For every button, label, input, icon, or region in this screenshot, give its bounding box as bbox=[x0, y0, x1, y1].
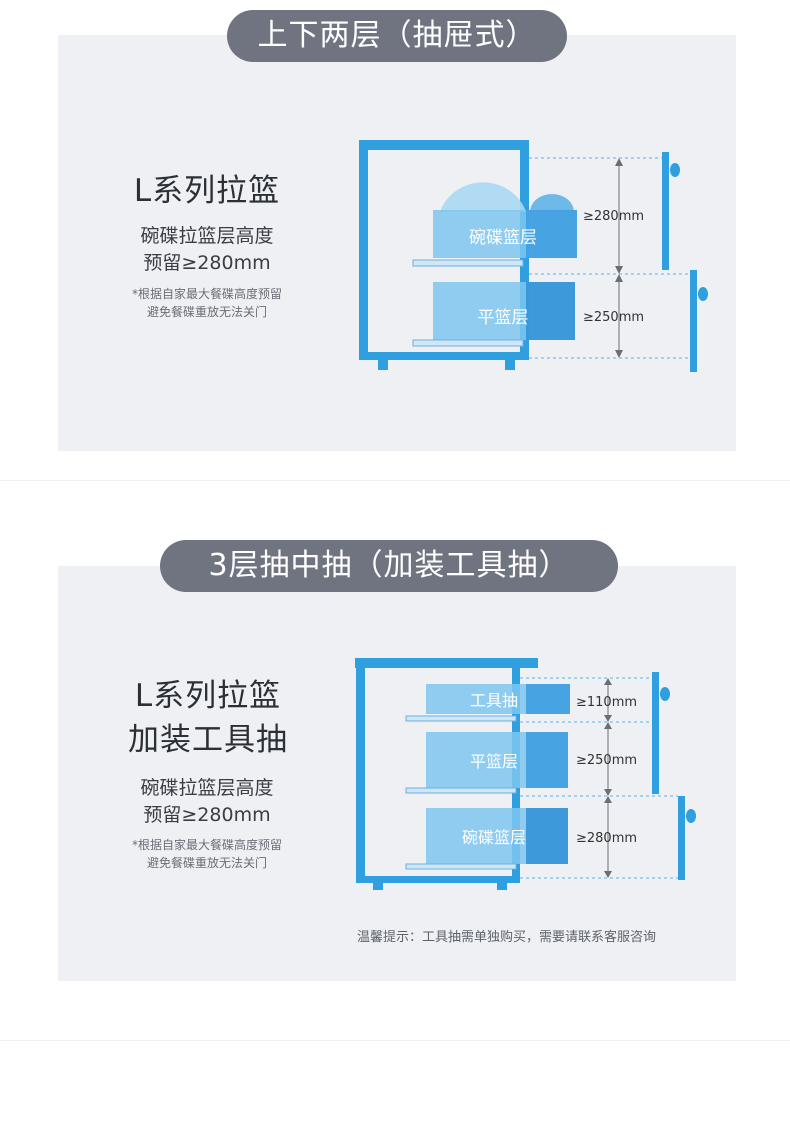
drawer-flat-rail bbox=[405, 787, 517, 794]
dimension-bottom-label: ≥250mm bbox=[583, 310, 644, 325]
bottom-divider bbox=[0, 1040, 790, 1041]
drawer-tool-rail bbox=[405, 715, 517, 722]
drawer-top-rail bbox=[412, 259, 524, 267]
dimension-flat: ≥250mm bbox=[576, 722, 637, 796]
section2-heading: L系列拉篮 加装工具抽 bbox=[110, 674, 306, 762]
drawer-top-front bbox=[526, 210, 577, 258]
cabinet-left-wall bbox=[359, 140, 368, 360]
cabinet-foot-left bbox=[378, 358, 388, 370]
cabinet-foot-left bbox=[373, 880, 383, 890]
cabinet-foot-right bbox=[497, 880, 507, 890]
section1-panel bbox=[58, 35, 736, 451]
dimension-bottom: ≥250mm bbox=[583, 274, 644, 358]
drawer-tool-label: 工具抽 bbox=[470, 691, 518, 710]
drawer-flat-label: 平篮层 bbox=[470, 752, 518, 771]
drawer-tool-front bbox=[526, 684, 570, 714]
section1-heading: L系列拉篮 bbox=[133, 173, 281, 209]
section1-cabinet-diagram: 碗碟篮层 平篮层 ≥280mm ≥250mm bbox=[359, 140, 708, 372]
section2-heading-line2: 加装工具抽 bbox=[128, 722, 288, 758]
drawer-bottom-front bbox=[526, 282, 575, 340]
cabinet-left-wall bbox=[356, 658, 365, 882]
section1-desc: 碗碟拉篮层高度 预留≥280mm bbox=[117, 223, 297, 277]
door-bottom bbox=[690, 270, 697, 372]
section2-panel bbox=[58, 566, 736, 981]
section1-note-line1: *根据自家最大餐碟高度预留 bbox=[131, 287, 282, 301]
cabinet-foot-right bbox=[505, 358, 515, 370]
cabinet-bottom-bar bbox=[356, 876, 520, 883]
drawer-bottom-rail bbox=[412, 339, 524, 347]
bowl-shape bbox=[530, 194, 574, 212]
section2-note: *根据自家最大餐碟高度预留 避免餐碟重放无法关门 bbox=[100, 836, 314, 872]
door-lower-knob bbox=[686, 809, 696, 823]
door-top bbox=[662, 152, 669, 270]
section2-desc-line2: 预留≥280mm bbox=[143, 804, 271, 826]
cabinet-top-bar bbox=[355, 658, 538, 668]
section1-note-line2: 避免餐碟重放无法关门 bbox=[146, 305, 267, 319]
section1-desc-line2: 预留≥280mm bbox=[143, 252, 271, 274]
section1-badge: 上下两层（抽屉式） bbox=[227, 10, 567, 62]
cabinet-bottom-bar bbox=[359, 352, 529, 360]
section2-cabinet-diagram: 工具抽 平篮层 碗碟篮层 ≥110mm ≥250mm ≥280mm bbox=[355, 658, 696, 890]
section-divider bbox=[0, 480, 790, 481]
drawer-dish-front bbox=[526, 808, 568, 864]
door-bottom-knob bbox=[698, 287, 708, 301]
dimension-tool-label: ≥110mm bbox=[576, 695, 637, 710]
section2-note-line1: *根据自家最大餐碟高度预留 bbox=[131, 838, 282, 852]
drawer-flat-front bbox=[526, 732, 568, 788]
dimension-dish: ≥280mm bbox=[576, 796, 637, 878]
drawer-dish-label: 碗碟篮层 bbox=[462, 828, 526, 847]
section2-note-line2: 避免餐碟重放无法关门 bbox=[146, 856, 267, 870]
dimension-dish-label: ≥280mm bbox=[576, 831, 637, 846]
section2-desc-line1: 碗碟拉篮层高度 bbox=[140, 777, 274, 799]
cabinet-top-bar bbox=[359, 140, 527, 150]
plate-shape bbox=[440, 182, 526, 212]
section1-desc-line1: 碗碟拉篮层高度 bbox=[140, 225, 274, 247]
dimension-top-label: ≥280mm bbox=[583, 209, 644, 224]
section2-desc: 碗碟拉篮层高度 预留≥280mm bbox=[117, 775, 297, 829]
dimension-flat-label: ≥250mm bbox=[576, 753, 637, 768]
dimension-tool: ≥110mm bbox=[576, 678, 637, 722]
drawer-top-label: 碗碟篮层 bbox=[469, 228, 537, 248]
door-upper-knob bbox=[660, 687, 670, 701]
section2-badge: 3层抽中抽（加装工具抽） bbox=[160, 540, 618, 592]
section2-heading-line1: L系列拉篮 bbox=[134, 678, 282, 714]
drawer-dish-rail bbox=[405, 863, 517, 870]
section2-tip: 温馨提示：工具抽需单独购买，需要请联系客服咨询 bbox=[357, 930, 657, 945]
dimension-top: ≥280mm bbox=[583, 158, 644, 274]
drawer-bottom-label: 平篮层 bbox=[478, 308, 529, 328]
door-lower bbox=[678, 796, 685, 880]
section1-note: *根据自家最大餐碟高度预留 避免餐碟重放无法关门 bbox=[100, 285, 314, 321]
door-upper bbox=[652, 672, 659, 794]
door-top-knob bbox=[670, 163, 680, 177]
